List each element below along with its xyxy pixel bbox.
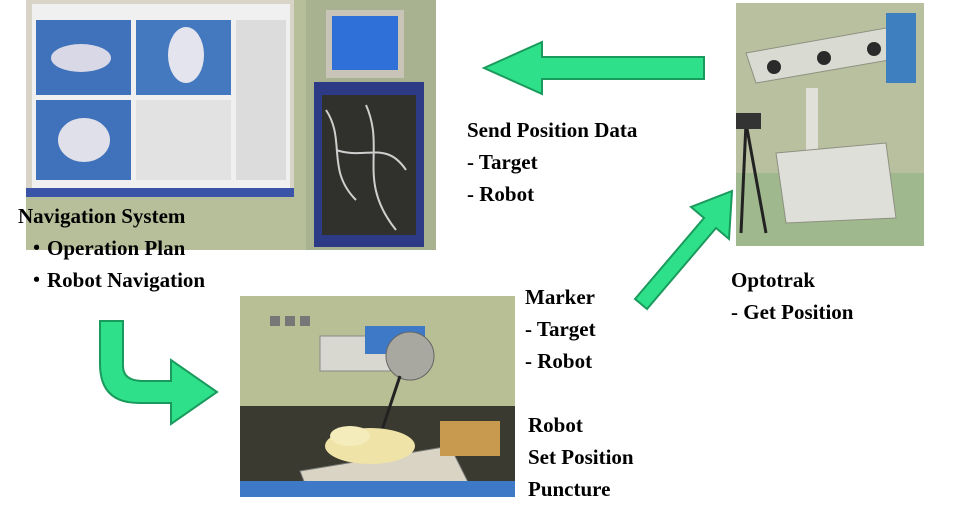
marker-label: Marker - Target - Robot (525, 281, 596, 377)
optotrak-title: Optotrak (731, 268, 815, 292)
robot-label: Robot Set Position Puncture (528, 409, 634, 505)
send-item-robot: - Robot (467, 182, 535, 206)
optotrak-item-get-position: - Get Position (731, 300, 854, 324)
send-item-target: - Target (467, 150, 538, 174)
marker-title: Marker (525, 285, 595, 309)
navigation-system-photo (26, 0, 436, 250)
marker-to-optotrak-arrow (633, 189, 734, 311)
send-position-data-label: Send Position Data - Target - Robot (467, 114, 637, 210)
marker-item-robot: - Robot (525, 349, 593, 373)
navigation-item-robot-navigation: ・Robot Navigation (26, 268, 206, 292)
navigation-to-robot-arrow (99, 320, 219, 426)
navigation-system-title: Navigation System (18, 204, 186, 228)
navigation-item-operation-plan: ・Operation Plan (26, 236, 186, 260)
optotrak-photo (736, 3, 924, 246)
send-position-data-title: Send Position Data (467, 118, 638, 142)
robot-item-puncture: Puncture (528, 477, 611, 501)
marker-item-target: - Target (525, 317, 596, 341)
send-data-arrow (481, 40, 705, 96)
robot-photo (240, 296, 515, 497)
robot-title: Robot (528, 413, 583, 437)
robot-item-set-position: Set Position (528, 445, 634, 469)
optotrak-label: Optotrak - Get Position (731, 264, 853, 328)
navigation-system-label: Navigation System ・Operation Plan ・Robot… (18, 200, 205, 296)
